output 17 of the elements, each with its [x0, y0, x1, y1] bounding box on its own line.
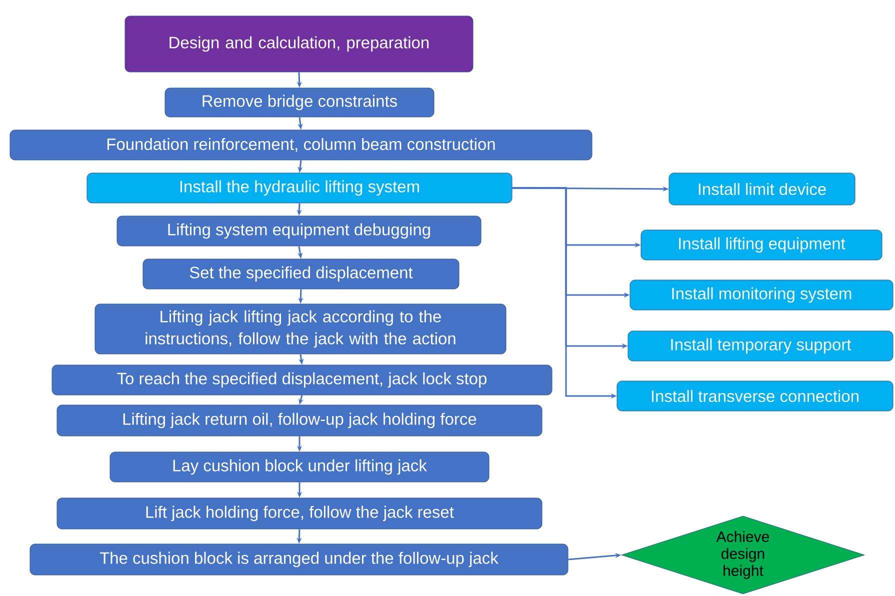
process-box: To reach the specified displacement, jack lock stop	[52, 364, 552, 396]
process-box: Lifting system equipment debugging	[116, 216, 482, 246]
process-box: Install lifting equipment	[640, 230, 882, 260]
process-box: Install monitoring system	[630, 280, 894, 310]
process-box: Design and calculation, preparation	[124, 16, 474, 72]
process-box: Foundation reinforcement, column beam construction	[10, 130, 592, 160]
process-box: Lifting jack lifting jack according to the instructions, follow the jack with the action	[94, 304, 506, 354]
process-box: Install limit device	[668, 172, 856, 206]
process-box: Lifting jack return oil, follow-up jack holding force	[56, 404, 542, 436]
process-box: Lift jack holding force, follow the jack reset	[56, 498, 542, 530]
process-box: Lay cushion block under lifting jack	[110, 452, 490, 482]
process-box: The cushion block is arranged under the follow-up jack	[30, 544, 568, 576]
process-box: Remove bridge constraints	[164, 88, 434, 118]
process-box: Install transverse connection	[616, 380, 894, 412]
process-box: Install temporary support	[628, 330, 894, 362]
process-box: Set the specified displacement	[142, 258, 460, 290]
process-box: Install the hydraulic lifting system	[86, 172, 512, 204]
